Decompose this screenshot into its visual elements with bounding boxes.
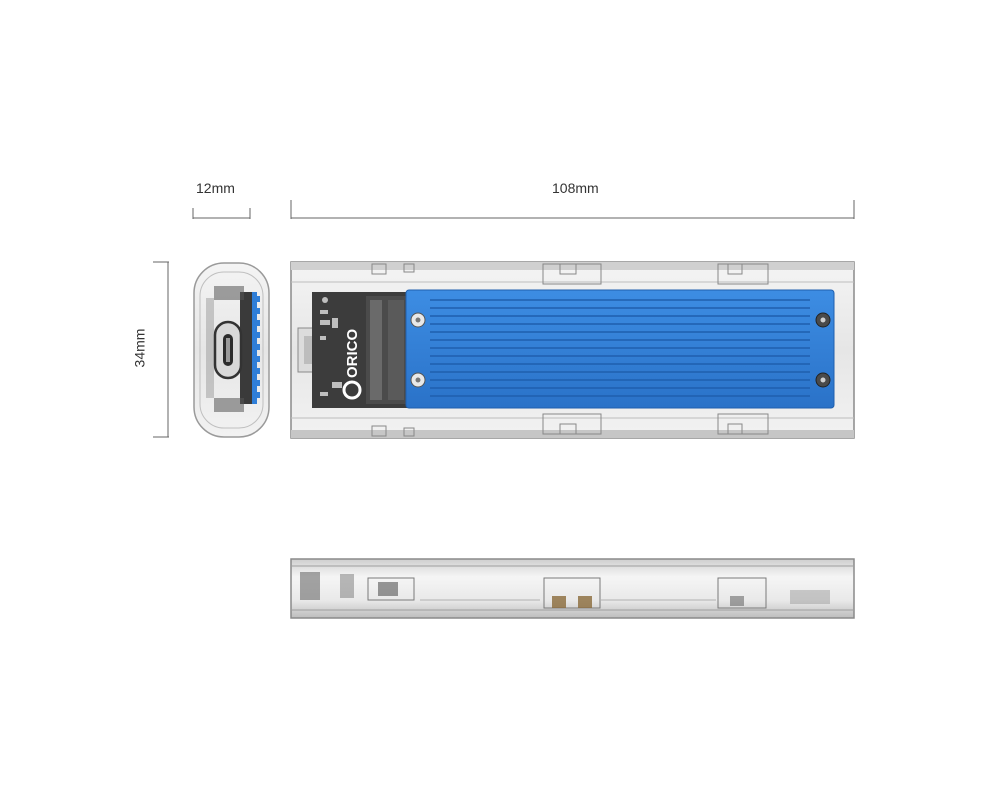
usb-c-port-icon [213,320,243,380]
width-dimension-label: 12mm [196,180,235,196]
end-view [193,262,270,438]
svg-text:ORICO: ORICO [344,329,361,379]
width-dimension-line [192,208,251,219]
top-view: ORICO [290,261,855,439]
length-dimension-label: 108mm [552,180,599,196]
side-view [290,558,855,619]
length-dimension-line [290,200,855,219]
orico-logo: ORICO [342,329,362,400]
height-dimension-line [153,261,169,438]
screw-icon [410,312,831,388]
